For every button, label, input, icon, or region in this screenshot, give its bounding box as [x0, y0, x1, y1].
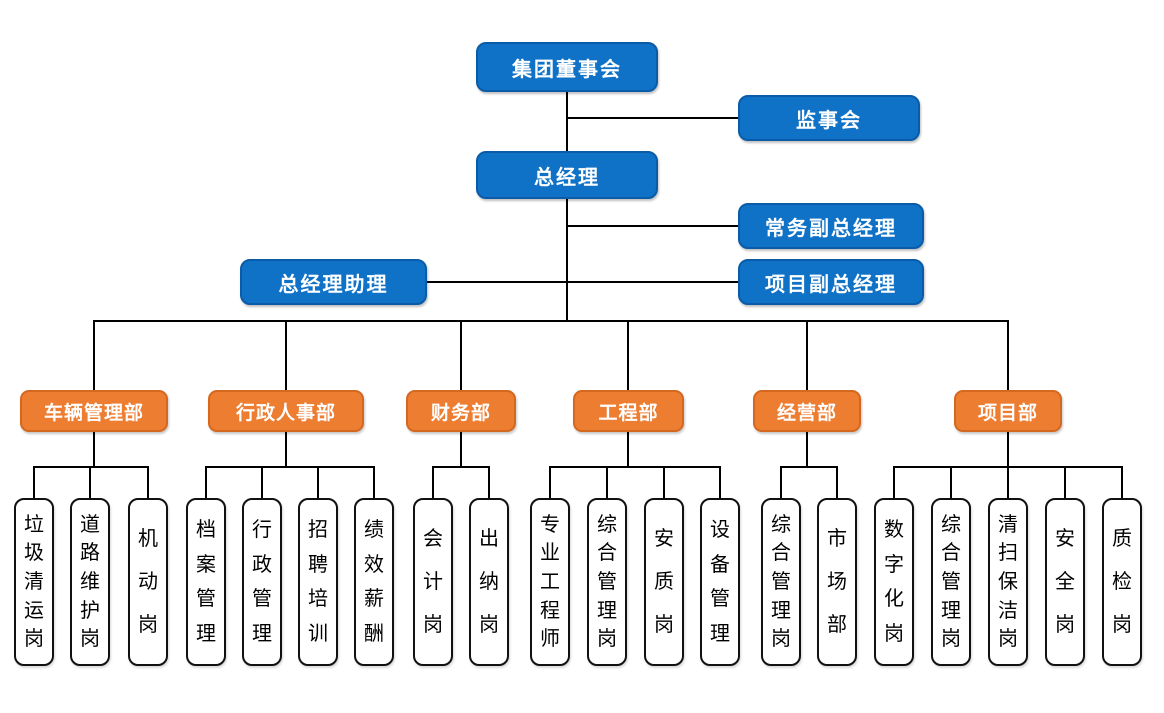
connector: [780, 466, 838, 468]
node-group-board: 集团董事会: [476, 42, 658, 92]
dept-finance: 财务部: [406, 390, 516, 432]
connector: [205, 466, 375, 468]
position-cleaning: 清扫保洁岗: [988, 498, 1028, 666]
connector: [806, 432, 808, 467]
dept-engineering: 工程部: [573, 390, 684, 432]
connector: [205, 467, 207, 498]
connector: [806, 321, 808, 390]
connector: [460, 321, 462, 390]
position-archives-management: 档案管理: [186, 498, 226, 666]
dept-vehicle-management: 车辆管理部: [20, 390, 168, 432]
connector: [606, 467, 608, 498]
position-general-management-eng: 综合管理岗: [587, 498, 627, 666]
connector: [147, 467, 149, 498]
connector: [549, 467, 551, 498]
position-equipment-management: 设备管理: [700, 498, 740, 666]
connector: [89, 467, 91, 498]
connector: [93, 432, 95, 467]
position-market: 市场部: [817, 498, 857, 666]
connector: [317, 467, 319, 498]
connector: [432, 467, 434, 498]
connector: [549, 466, 721, 468]
dept-admin-hr: 行政人事部: [208, 390, 364, 432]
connector: [1007, 467, 1009, 498]
connector: [836, 467, 838, 498]
connector: [719, 467, 721, 498]
position-road-maintenance: 道路维护岗: [70, 498, 110, 666]
position-professional-engineer: 专业工程师: [530, 498, 570, 666]
connector: [93, 320, 1009, 322]
position-general-management-proj: 综合管理岗: [931, 498, 971, 666]
position-recruiting-training: 招聘培训: [298, 498, 338, 666]
connector: [1007, 432, 1009, 467]
connector: [460, 432, 462, 467]
connector: [780, 467, 782, 498]
position-quality-inspection: 质检岗: [1102, 498, 1142, 666]
connector: [432, 466, 490, 468]
connector: [1064, 467, 1066, 498]
position-cashier: 出纳岗: [469, 498, 509, 666]
connector: [93, 321, 95, 390]
connector: [261, 467, 263, 498]
connector: [567, 281, 738, 283]
position-accountant: 会计岗: [413, 498, 453, 666]
connector: [567, 117, 738, 119]
position-safety: 安全岗: [1045, 498, 1085, 666]
position-digitalization: 数字化岗: [874, 498, 914, 666]
node-executive-deputy-gm: 常务副总经理: [738, 203, 924, 249]
position-garbage-collection: 垃圾清运岗: [14, 498, 54, 666]
connector: [33, 467, 35, 498]
connector: [1121, 467, 1123, 498]
position-mobile-duty: 机动岗: [128, 498, 168, 666]
connector: [1007, 321, 1009, 390]
position-safety-quality: 安质岗: [644, 498, 684, 666]
position-general-management-ops: 综合管理岗: [761, 498, 801, 666]
connector: [285, 321, 287, 390]
position-performance-compensation: 绩效薪酬: [354, 498, 394, 666]
connector: [663, 467, 665, 498]
dept-project: 项目部: [954, 390, 1062, 432]
connector: [627, 321, 629, 390]
position-administration: 行政管理: [242, 498, 282, 666]
connector: [950, 467, 952, 498]
connector: [627, 432, 629, 467]
node-gm-assistant: 总经理助理: [240, 259, 427, 305]
connector: [567, 225, 738, 227]
dept-operations: 经营部: [753, 390, 861, 432]
connector: [427, 281, 567, 283]
connector: [373, 467, 375, 498]
node-supervisory-board: 监事会: [738, 95, 920, 141]
node-project-deputy-gm: 项目副总经理: [738, 259, 924, 305]
connector: [566, 92, 568, 152]
connector: [488, 467, 490, 498]
connector: [33, 466, 149, 468]
connector: [893, 467, 895, 498]
node-general-manager: 总经理: [476, 151, 658, 199]
connector: [566, 199, 568, 321]
connector: [285, 432, 287, 467]
